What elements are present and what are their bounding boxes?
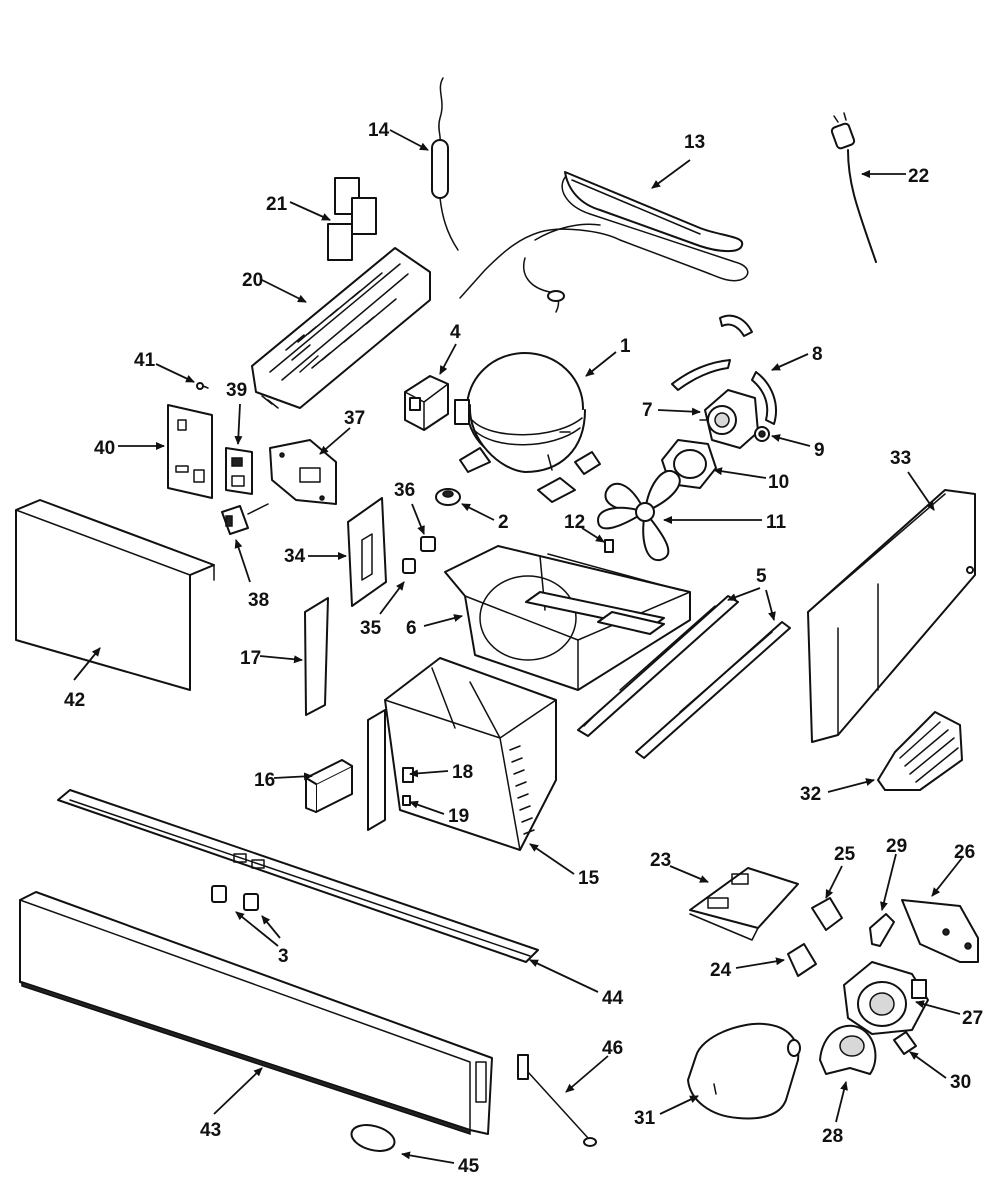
callout-13: 13 <box>684 132 705 153</box>
part-condenser-frame-15 <box>367 657 557 851</box>
part-plate-23 <box>689 867 799 941</box>
part-thermostat-38 <box>221 503 269 535</box>
callout-24: 24 <box>710 960 732 981</box>
callout-44: 44 <box>602 988 624 1009</box>
callout-8: 8 <box>812 344 823 365</box>
callout-25: 25 <box>834 844 856 865</box>
callout-2: 2 <box>498 512 509 533</box>
callout-labels: 1 2 3 4 5 6 7 8 9 10 11 12 13 14 15 16 1… <box>64 120 983 1177</box>
callout-26: 26 <box>954 842 975 863</box>
callout-30: 30 <box>950 1072 971 1093</box>
part-grommet-2 <box>435 488 461 506</box>
callout-38: 38 <box>248 590 269 611</box>
leader-lines <box>73 129 963 1164</box>
callout-42: 42 <box>64 690 85 711</box>
part-kick-panel-43 <box>19 891 493 1136</box>
callout-32: 32 <box>800 784 821 805</box>
part-relay-25 <box>811 897 843 931</box>
part-impeller-cover-28 <box>819 1024 877 1075</box>
callout-36: 36 <box>394 480 415 501</box>
callout-28: 28 <box>822 1126 843 1147</box>
callout-3: 3 <box>278 946 289 967</box>
part-side-panel-33 <box>807 489 976 743</box>
callout-23: 23 <box>650 850 671 871</box>
callout-33: 33 <box>890 448 911 469</box>
callout-6: 6 <box>406 618 417 639</box>
part-front-cover-42 <box>15 499 215 691</box>
part-drier-14 <box>431 77 459 251</box>
part-bracket-17 <box>304 597 329 716</box>
callout-46: 46 <box>602 1038 623 1059</box>
callout-19: 19 <box>448 806 469 827</box>
callout-18: 18 <box>452 762 473 783</box>
part-tank-31 <box>687 1022 801 1120</box>
part-control-board-40 <box>167 404 213 499</box>
part-labels-21 <box>327 177 377 261</box>
part-fan-shroud-6 <box>444 545 691 691</box>
callout-21: 21 <box>266 194 288 215</box>
part-condenser-coil-13 <box>459 171 749 313</box>
part-fan-motor-7 <box>699 389 759 449</box>
part-clip-12 <box>604 539 614 553</box>
part-fan-blade-11 <box>597 469 681 562</box>
callout-20: 20 <box>242 270 263 291</box>
callout-11: 11 <box>766 512 787 533</box>
callout-43: 43 <box>200 1120 221 1141</box>
callout-41: 41 <box>134 350 156 371</box>
callout-39: 39 <box>226 380 247 401</box>
callout-12: 12 <box>564 512 585 533</box>
part-plate-34 <box>347 497 387 607</box>
part-knob-36 <box>420 536 436 552</box>
part-switch-39 <box>225 447 253 495</box>
part-bracket-26 <box>901 899 979 963</box>
part-relay-24 <box>787 943 817 977</box>
callout-7: 7 <box>642 400 653 421</box>
part-switches-3 <box>211 885 259 911</box>
callout-10: 10 <box>768 472 789 493</box>
callout-31: 31 <box>634 1108 656 1129</box>
part-screw-41 <box>196 382 209 390</box>
callout-4: 4 <box>450 322 461 343</box>
callout-14: 14 <box>368 120 390 141</box>
callout-45: 45 <box>458 1156 480 1177</box>
part-vent-32 <box>877 711 963 791</box>
callout-27: 27 <box>962 1008 983 1029</box>
callout-9: 9 <box>814 440 825 461</box>
part-grommet-45 <box>350 1124 396 1152</box>
part-fan-bracket-8 <box>671 314 777 425</box>
callout-15: 15 <box>578 868 600 889</box>
part-bracket-37 <box>269 439 337 505</box>
callout-37: 37 <box>344 408 365 429</box>
callout-1: 1 <box>620 336 631 357</box>
part-wire-46 <box>517 1054 597 1147</box>
callout-5: 5 <box>756 566 767 587</box>
part-relay-cover-4 <box>404 375 449 431</box>
part-evaporator-tray-20 <box>251 247 431 409</box>
part-compressor-1 <box>454 352 601 503</box>
callout-34: 34 <box>284 546 306 567</box>
callout-16: 16 <box>254 770 275 791</box>
part-rails-5 <box>577 595 791 759</box>
callout-22: 22 <box>908 166 929 187</box>
part-knob-35 <box>402 558 416 574</box>
callout-35: 35 <box>360 618 382 639</box>
callout-29: 29 <box>886 836 907 857</box>
part-nut-9 <box>754 426 770 442</box>
part-fitting-30 <box>893 1031 917 1055</box>
part-fitting-29 <box>869 913 895 947</box>
part-rail-44 <box>57 789 539 963</box>
callout-40: 40 <box>94 438 115 459</box>
part-pump-27 <box>843 961 929 1035</box>
callout-17: 17 <box>240 648 261 669</box>
part-block-16 <box>305 759 353 813</box>
part-power-cord-22 <box>830 112 877 263</box>
